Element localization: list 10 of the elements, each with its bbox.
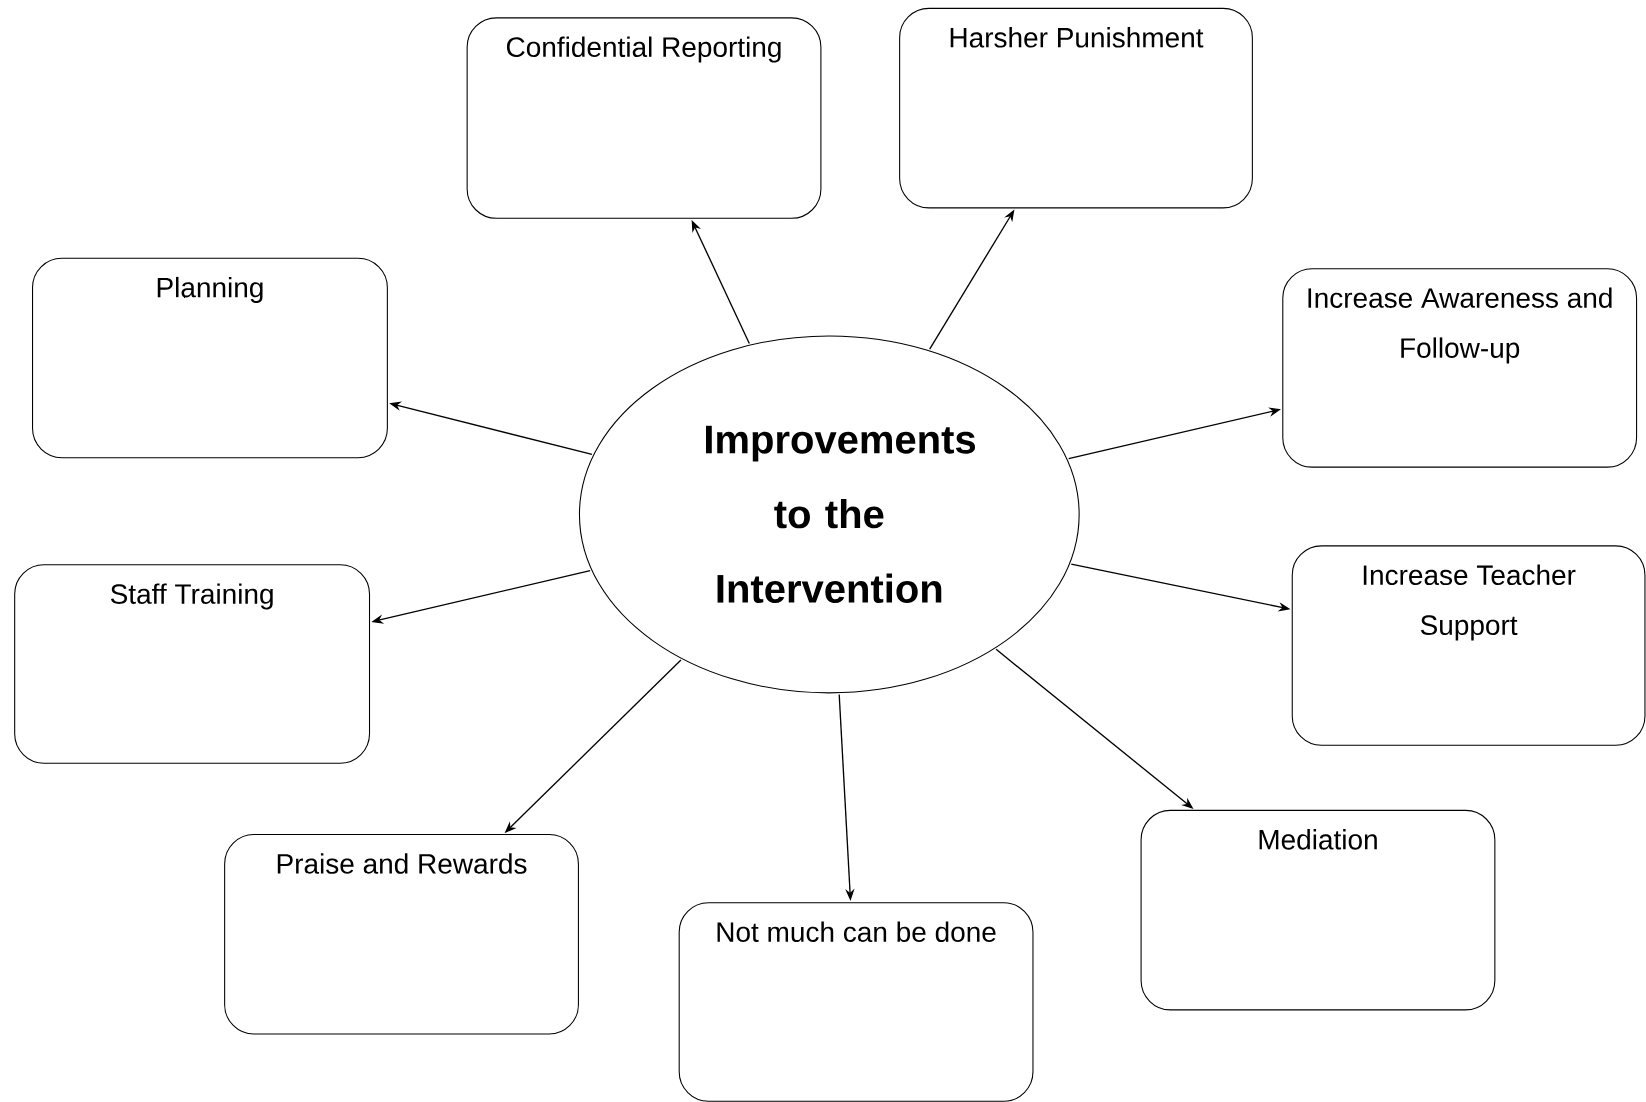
idea-box: Not much can be done (678, 902, 1034, 1102)
idea-box: Planning (32, 257, 388, 459)
idea-box: Increase Awareness and Follow-up (1282, 268, 1638, 468)
idea-box: Increase Teacher Support (1291, 545, 1646, 746)
idea-box: Confidential Reporting (466, 17, 822, 219)
idea-box: Mediation (1140, 809, 1496, 1011)
idea-box: Staff Training (14, 564, 371, 764)
idea-box: Harsher Punishment (899, 7, 1253, 209)
idea-box: Praise and Rewards (224, 833, 579, 1035)
arrow (691, 220, 750, 344)
